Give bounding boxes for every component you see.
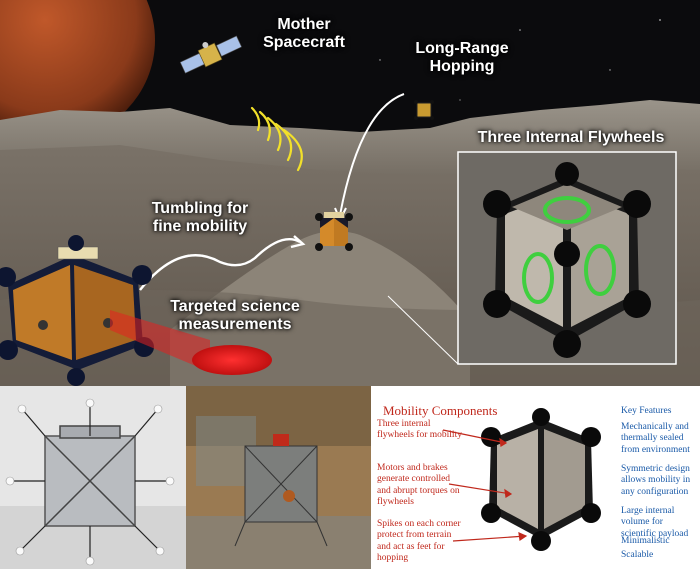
component-flywheels: Three internal flywheels for mobility	[377, 419, 462, 441]
label-long-range-hopping: Long-Range Hopping	[415, 40, 509, 76]
callout-arrows	[442, 429, 528, 542]
prototype-photo-1-image	[0, 386, 186, 569]
label-mother-spacecraft: Mother Spacecraft	[263, 16, 345, 52]
science-laser-beam	[110, 310, 210, 372]
communication-signal	[250, 106, 303, 172]
tumbling-trajectory	[139, 238, 301, 291]
feature-symmetric: Symmetric design allows mobility in any …	[621, 464, 691, 497]
prototype-photo-2	[186, 386, 371, 569]
feature-sealed: Mechanically and thermally sealed from e…	[621, 422, 690, 455]
target-spot	[192, 345, 272, 375]
hopping-trajectory	[339, 93, 405, 216]
feature-scalable: Scalable	[621, 550, 654, 560]
large-rover	[0, 235, 154, 386]
label-three-flywheels: Three Internal Flywheels	[477, 129, 665, 146]
feature-minimalistic: Minimalistic	[621, 536, 670, 546]
panel-rover-image	[442, 408, 601, 551]
mission-scene: Mother Spacecraft Long-Range Hopping Thr…	[0, 0, 700, 386]
component-motors-brakes: Motors and brakes generate controlled an…	[377, 463, 460, 508]
mother-spacecraft	[179, 35, 242, 74]
prototype-photo-2-image	[186, 386, 371, 569]
features-title: Key Features	[621, 406, 672, 416]
scene-illustration	[0, 0, 700, 386]
component-spikes: Spikes on each corner protect from terra…	[377, 519, 461, 564]
mars-planet	[0, 0, 155, 140]
feature-volume: Large internal volume for scientific pay…	[621, 506, 689, 539]
mobility-components-panel: Mobility Components Three internal flywh…	[371, 386, 700, 569]
label-tumbling: Tumbling for fine mobility	[151, 200, 249, 236]
panel-title: Mobility Components	[383, 403, 498, 418]
prototype-photo-1	[0, 386, 186, 569]
label-science-measurements: Targeted science measurements	[170, 298, 300, 334]
rover-on-mound	[315, 212, 353, 251]
hopping-rover	[414, 100, 434, 120]
flywheel-rotation-arrows	[522, 196, 616, 304]
